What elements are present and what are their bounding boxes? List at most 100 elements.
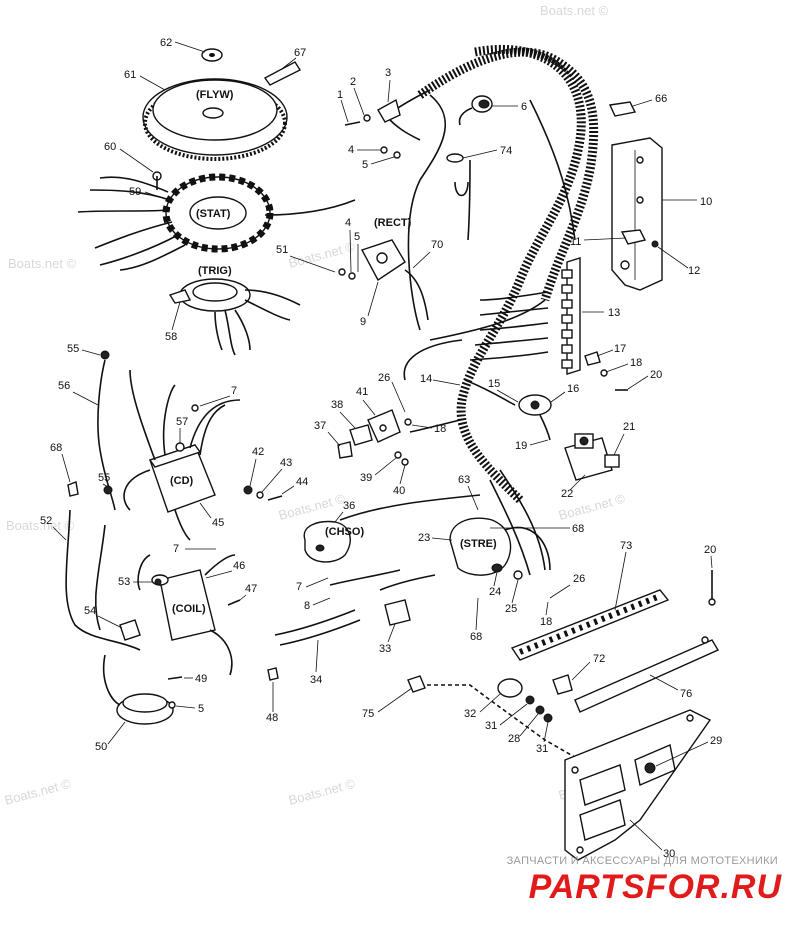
callout: 5 [354, 231, 360, 243]
callout: 31 [536, 743, 548, 755]
callout: 50 [95, 741, 107, 753]
callout: 13 [608, 307, 620, 319]
callout: 18 [630, 357, 642, 369]
callout: 43 [280, 457, 292, 469]
callout: 39 [360, 472, 372, 484]
rectifier-tag: (RECT) [374, 217, 412, 229]
callout: 6 [521, 101, 527, 113]
bolt-20 [708, 570, 716, 606]
callout: 60 [104, 141, 116, 153]
callout: 47 [245, 583, 257, 595]
callout: 20 [650, 369, 662, 381]
callout: 52 [40, 515, 52, 527]
callout: 37 [314, 420, 326, 432]
choke-solenoid: (CHSO) [303, 520, 364, 563]
choke-solenoid-tag: (CHSO) [325, 526, 364, 538]
cd-module: (CD) [123, 369, 241, 541]
callout: 18 [434, 423, 446, 435]
starter-switch-16 [518, 351, 628, 441]
callout: 4 [348, 144, 354, 156]
lead-56 [97, 350, 116, 511]
callout: 63 [458, 474, 470, 486]
cd-tag: (CD) [170, 475, 194, 487]
callout: 53 [118, 576, 130, 588]
callout: 58 [165, 331, 177, 343]
callout: 1 [337, 89, 343, 101]
callout: 19 [515, 440, 527, 452]
callout: 56 [58, 380, 70, 392]
plate-22 [564, 433, 620, 481]
ignition-coil: (COIL) [137, 554, 241, 676]
callout: 26 [573, 573, 585, 585]
callout: 74 [500, 145, 512, 157]
callout: 59 [129, 186, 141, 198]
footer-tagline: ЗАПЧАСТИ И АКСЕССУАРЫ ДЛЯ МОТОТЕХНИКИ [506, 855, 778, 867]
callout: 25 [505, 603, 517, 615]
callout: 45 [212, 517, 224, 529]
terminal-block-13 [561, 257, 581, 375]
callout: 57 [176, 416, 188, 428]
watermark: Boats.net © [8, 256, 77, 271]
callout: 62 [160, 37, 172, 49]
watermark: Boats.net © [287, 239, 357, 271]
callout: 20 [704, 544, 716, 556]
callout: 2 [350, 76, 356, 88]
callout: 26 [378, 372, 390, 384]
callouts: 62 67 61 60 59 1 2 3 4 5 6 74 66 10 11 1… [40, 37, 722, 860]
watermark: Boats.net © [540, 3, 609, 18]
callout: 72 [593, 653, 605, 665]
warning-horn-50 [102, 654, 183, 725]
callout: 18 [540, 616, 552, 628]
trigger: (TRIG) [168, 265, 301, 356]
screw-60 [152, 171, 162, 190]
bracket-10 [608, 101, 663, 291]
callout: 54 [84, 605, 96, 617]
callout: 38 [331, 399, 343, 411]
terminal-assembly-3 [338, 89, 431, 280]
trigger-tag: (TRIG) [198, 265, 232, 277]
starter-solenoid: (STRE) [449, 517, 551, 580]
key-67 [263, 61, 302, 86]
callout: 4 [345, 217, 351, 229]
footer-brand-logo: PARTSFOR.RU [528, 868, 782, 906]
callout: 68 [572, 523, 584, 535]
watermark: Boats.net © [287, 776, 357, 808]
callout: 36 [343, 500, 355, 512]
callout: 17 [614, 343, 626, 355]
rectifier: (RECT) [360, 217, 429, 321]
nut-62 [201, 48, 223, 62]
callout: 5 [362, 159, 368, 171]
plug-6 [446, 95, 493, 197]
callout: 33 [379, 643, 391, 655]
ground-lead-52 [65, 481, 141, 651]
stator: (STAT) [77, 173, 356, 271]
callout: 5 [198, 703, 204, 715]
starter-solenoid-tag: (STRE) [460, 538, 497, 550]
callout: 49 [195, 673, 207, 685]
callout: 21 [623, 421, 635, 433]
callout: 7 [296, 581, 302, 593]
terminal-strip-73 [510, 589, 720, 713]
callout: 55 [98, 472, 110, 484]
callout: 8 [304, 600, 310, 612]
fuse-holder-32 [407, 675, 581, 761]
callout: 12 [688, 265, 700, 277]
callout: 16 [567, 383, 579, 395]
flywheel-tag: (FLYW) [196, 89, 234, 101]
callout: 67 [294, 47, 306, 59]
callout: 42 [252, 446, 264, 458]
main-wiring-harness [339, 44, 599, 576]
mounting-plate-30 [564, 709, 712, 861]
leads-33-34 [267, 569, 436, 681]
coil-tag: (COIL) [172, 603, 206, 615]
callout: 68 [470, 631, 482, 643]
callout: 3 [385, 67, 391, 79]
callout: 7 [173, 543, 179, 555]
callout: 61 [124, 69, 136, 81]
callout: 30 [663, 848, 675, 860]
callout: 9 [360, 316, 366, 328]
callout: 34 [310, 674, 322, 686]
callout: 23 [418, 532, 430, 544]
watermark: Boats.net © [6, 518, 75, 533]
